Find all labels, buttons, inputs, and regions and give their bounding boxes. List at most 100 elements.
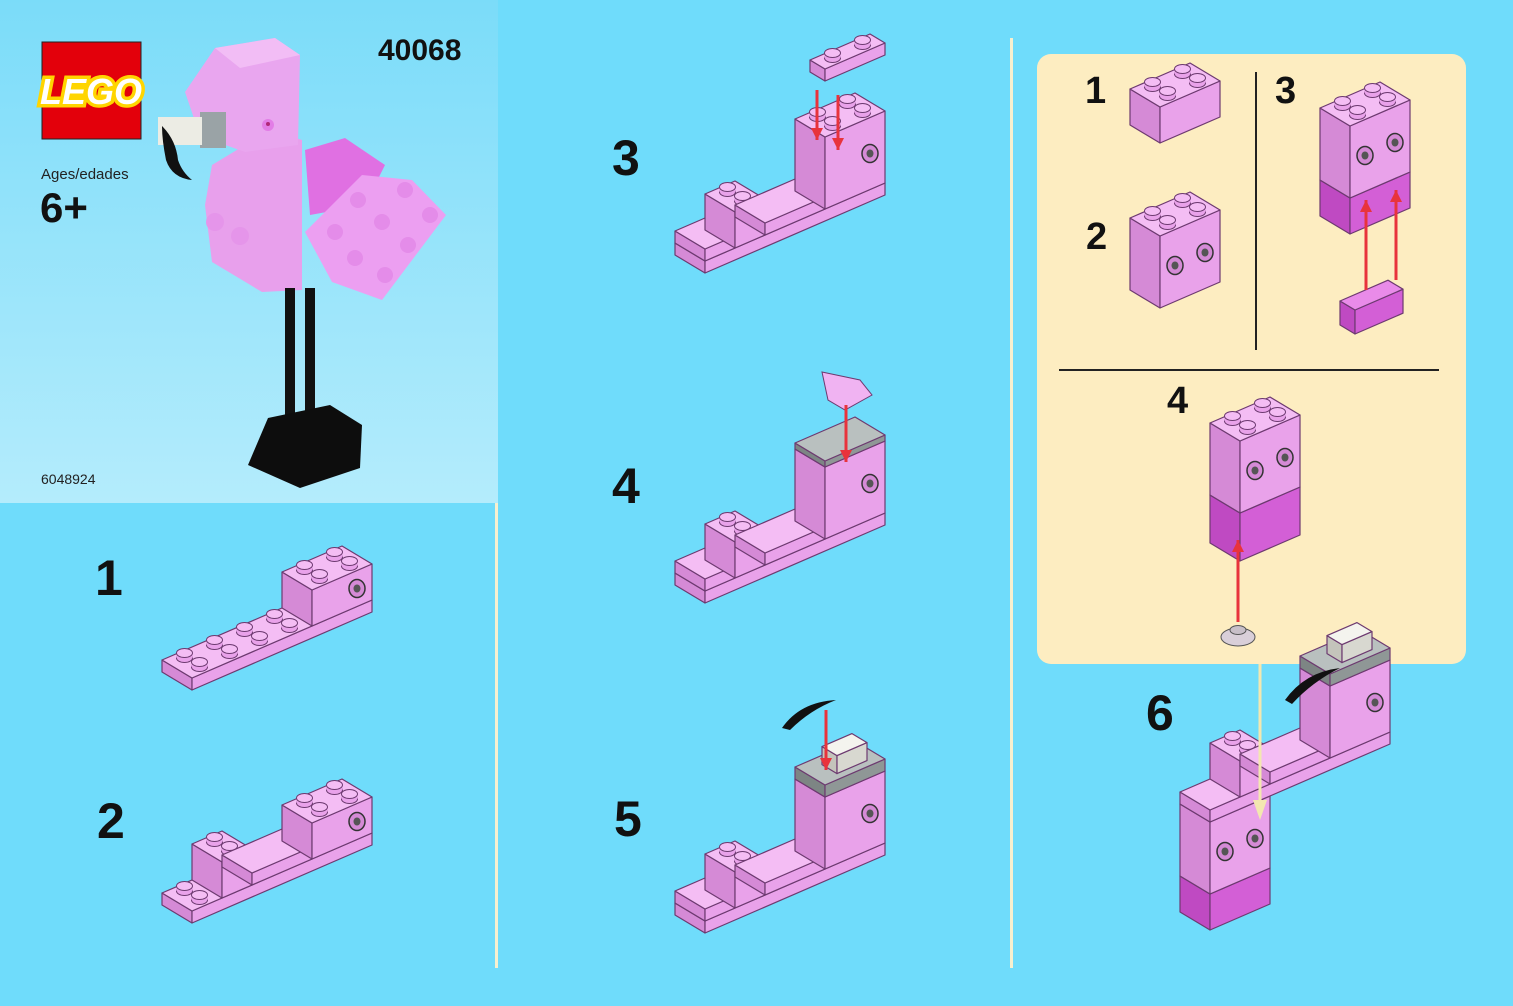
step-number: 3	[612, 130, 640, 186]
assembly-arrow	[1360, 200, 1372, 290]
brick	[1319, 81, 1411, 199]
tile-gray	[794, 416, 886, 468]
substep-number: 1	[1085, 70, 1107, 112]
substep-number: 2	[1086, 216, 1108, 258]
stud-top	[1379, 92, 1396, 102]
stud-top	[206, 635, 223, 645]
brick-top-face	[821, 732, 868, 757]
stud-top	[854, 103, 871, 113]
stud-top	[854, 35, 871, 45]
side-stud-hole	[1391, 138, 1399, 147]
assembly-arrow	[1232, 540, 1244, 622]
arrow-head	[811, 128, 823, 140]
side-stud-hole	[1201, 248, 1209, 257]
step-number: 2	[97, 793, 125, 849]
flamingo-stud	[206, 213, 224, 231]
stud-top	[1174, 193, 1191, 203]
stud-top	[1224, 731, 1241, 741]
assembly-arrow	[840, 405, 852, 462]
brick	[1129, 62, 1221, 144]
horn-piece	[782, 700, 836, 730]
stud-top	[176, 881, 193, 891]
stud-top	[176, 648, 193, 658]
stud-top	[1159, 215, 1176, 225]
arrow-head	[1232, 540, 1244, 552]
flamingo-model-image: LEGO	[36, 38, 446, 488]
flamingo-eye-dot	[266, 122, 270, 126]
flamingo-stud	[231, 227, 249, 245]
stud-top	[1239, 420, 1256, 430]
stud-top	[1269, 407, 1286, 417]
set-number: 40068	[378, 34, 462, 67]
stud-top	[719, 512, 736, 522]
horn-piece	[1285, 668, 1340, 704]
stud-top	[734, 191, 751, 201]
flamingo-body	[205, 130, 302, 292]
arrow-head	[832, 138, 844, 150]
step-number: 1	[95, 550, 123, 606]
slope-piece	[1339, 279, 1404, 335]
lego-logo	[41, 41, 142, 140]
column-divider	[1010, 38, 1013, 968]
brick	[1129, 191, 1221, 309]
stud-top	[1239, 740, 1256, 750]
brick	[1209, 396, 1301, 514]
step-number: 6	[1146, 685, 1174, 741]
brick	[281, 545, 373, 627]
stud-top	[1189, 202, 1206, 212]
side-stud-hole	[866, 479, 874, 488]
side-stud-hole	[1281, 453, 1289, 462]
connector-arrow-head	[1253, 800, 1267, 820]
stud-top	[824, 48, 841, 58]
assembly-arrow	[811, 90, 823, 140]
assembly-arrow	[832, 95, 844, 150]
stud-top	[326, 780, 343, 790]
stud-top	[191, 657, 208, 667]
callout-divider-horizontal	[1059, 369, 1439, 371]
side-stud-hole	[1251, 834, 1259, 843]
wedge-piece	[821, 371, 873, 411]
side-stud-hole	[353, 584, 361, 593]
stud-top	[251, 631, 268, 641]
flamingo-head-top	[215, 38, 300, 68]
arrow-head	[1390, 190, 1402, 202]
side-stud-hole	[1361, 151, 1369, 160]
side-stud-hole	[866, 809, 874, 818]
assembly-arrow	[1390, 190, 1402, 280]
substep-number: 4	[1167, 380, 1189, 422]
brick	[281, 778, 373, 860]
flamingo-base	[248, 405, 362, 488]
stud-top	[1334, 96, 1351, 106]
stud-top	[1144, 206, 1161, 216]
ages-label: Ages/edades	[41, 166, 129, 183]
stud-top	[236, 622, 253, 632]
stud-top	[839, 94, 856, 104]
side-stud-hole	[866, 149, 874, 158]
stud-top	[1349, 105, 1366, 115]
assembly-arrow	[820, 710, 832, 770]
clip-white	[1326, 621, 1373, 664]
side-stud-hole	[1251, 466, 1259, 475]
arrow-head	[1360, 200, 1372, 212]
brick-top-face	[1326, 621, 1373, 646]
column-divider	[495, 503, 498, 968]
flamingo-beak-tip	[162, 126, 192, 180]
stud-top	[1364, 83, 1381, 93]
stud-top	[191, 890, 208, 900]
stud-top	[266, 609, 283, 619]
lego-logo-text: LEGO	[40, 71, 142, 112]
side-stud-hole	[1221, 847, 1229, 856]
stud-top	[719, 182, 736, 192]
stud-top	[206, 832, 223, 842]
arrow-head	[820, 758, 832, 770]
stud-top	[1144, 77, 1161, 87]
stud-top	[341, 789, 358, 799]
step-number: 5	[614, 791, 642, 847]
flamingo-wing	[305, 175, 446, 300]
flamingo-wing-studs	[327, 182, 438, 283]
stud-top	[1189, 73, 1206, 83]
callout-divider-vertical	[1255, 72, 1257, 350]
stud-top	[221, 644, 238, 654]
product-code: 6048924	[41, 471, 96, 487]
cover-panel: LEGO 40068 Ages/edades 6+ 6048924	[0, 0, 498, 503]
